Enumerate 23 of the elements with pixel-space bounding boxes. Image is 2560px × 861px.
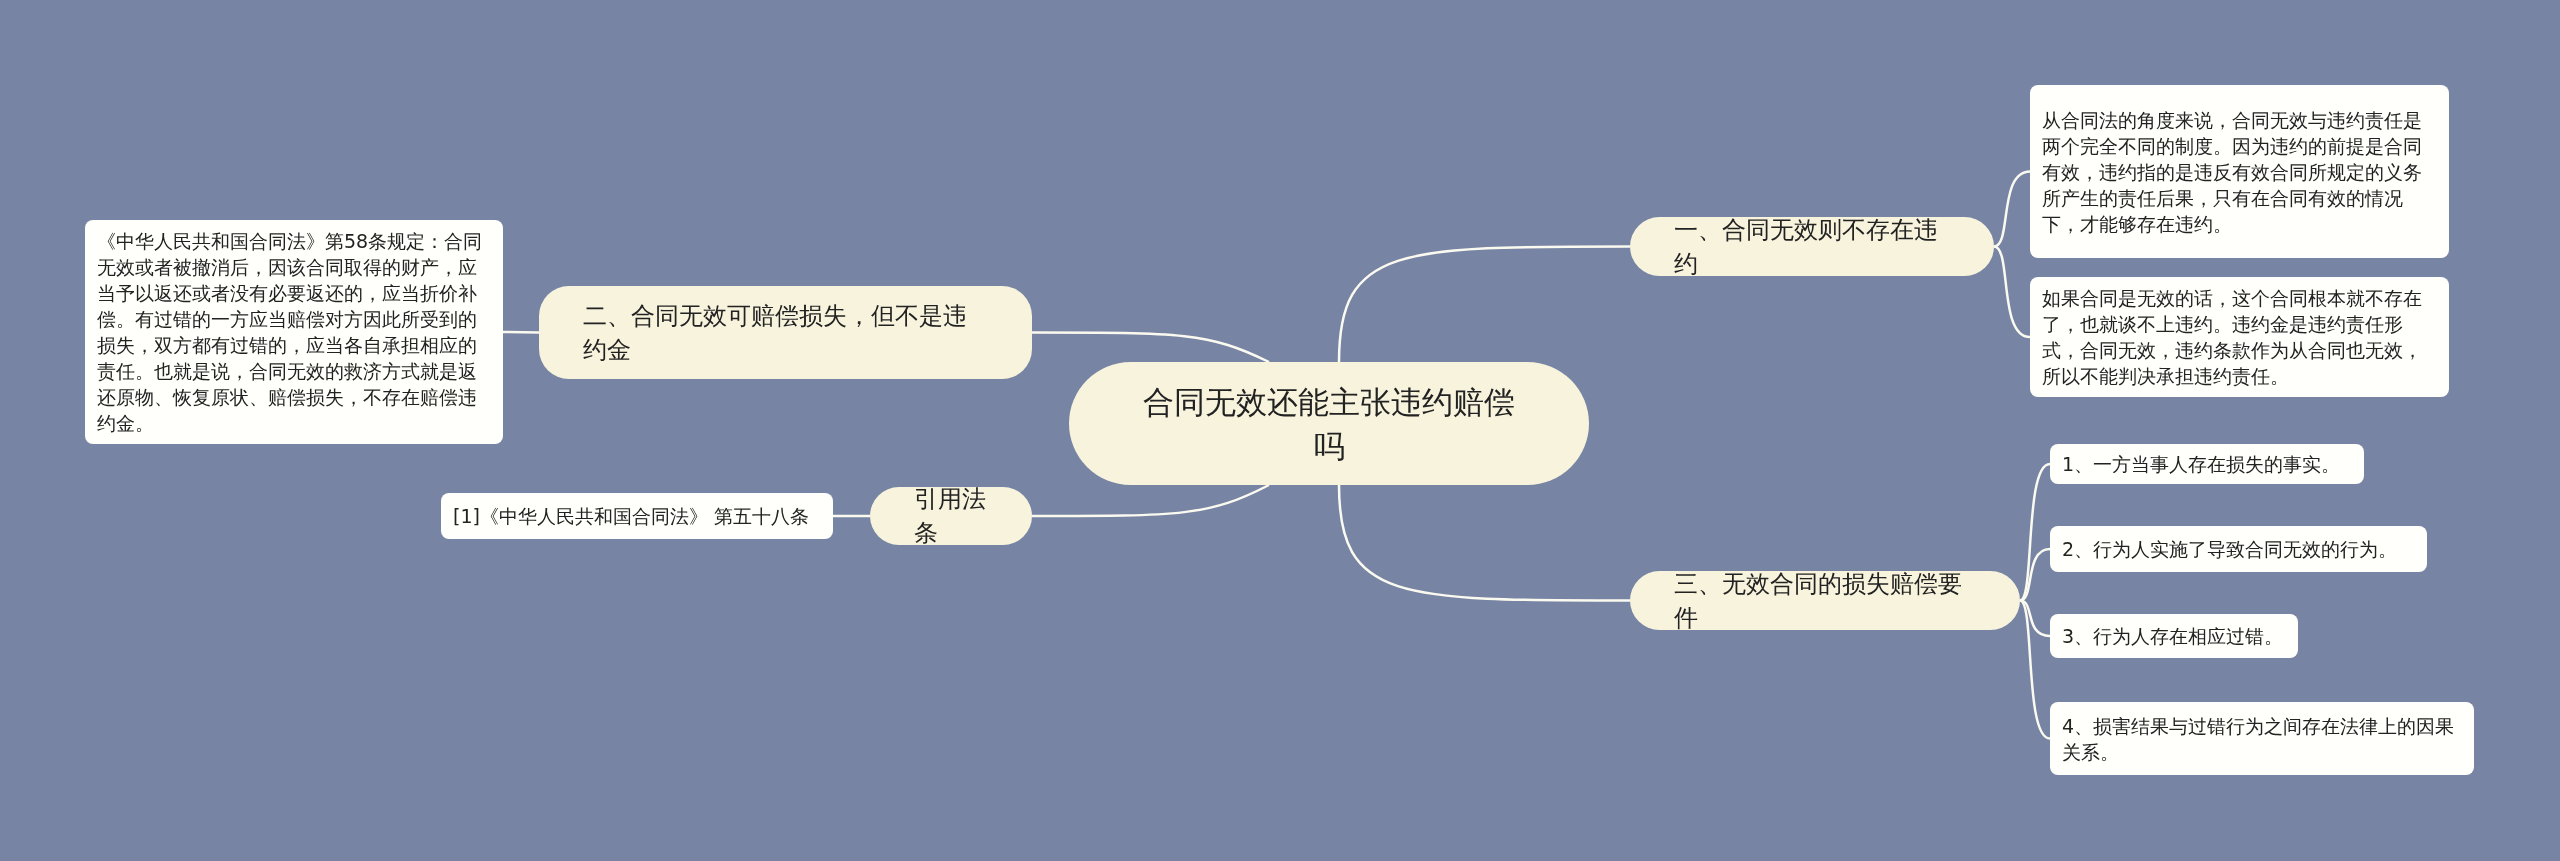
note-box: 如果合同是无效的话，这个合同根本就不存在了，也就谈不上违约。违约金是违约责任形式，合同无效，违约条款作为从合同也无效，所以不能判决承担违约责任。: [2030, 277, 2449, 397]
connector-line: [1337, 245, 1630, 363]
note-box: 3、行为人存在相应过错。: [2050, 614, 2298, 658]
connector-line: [833, 514, 870, 518]
note-box: [1]《中华人民共和国合同法》 第五十八条: [441, 493, 833, 539]
connector-line: [1993, 245, 2031, 339]
connector-line: [1032, 331, 1270, 364]
connector-line: [1993, 170, 2031, 248]
connector-line: [1337, 484, 1630, 602]
topic-box: 二、合同无效可赔偿损失，但不是违约金: [539, 286, 1032, 379]
connector-line: [1032, 483, 1270, 518]
note-box: 4、损害结果与过错行为之间存在法律上的因果关系。: [2050, 702, 2474, 775]
note-box: 从合同法的角度来说，合同无效与违约责任是两个完全不同的制度。因为违约的前提是合同有效，违约指的是违反有效合同所规定的义务所产生的责任后果，只有在合同有效的情况下，才能够存在违约。: [2030, 85, 2449, 258]
note-box: 2、行为人实施了导致合同无效的行为。: [2050, 526, 2427, 572]
topic-box: 一、合同无效则不存在违约: [1630, 217, 1994, 276]
topic-box: 引用法条: [870, 487, 1032, 545]
note-box: 1、一方当事人存在损失的事实。: [2050, 444, 2364, 484]
note-box: 《中华人民共和国合同法》第58条规定：合同无效或者被撤消后，因该合同取得的财产，应当予以返还或者没有必要返还的，应当折价补偿。有过错的一方应当赔偿对方因此所受到的损失，双方都有过错的，应当各自承担相应的责任。也就是说，合同无效的救济方式就是返还原物、恢复原状、赔偿损失，不存在赔偿违约金。: [85, 220, 503, 444]
central-topic: 合同无效还能主张违约赔偿吗: [1069, 362, 1589, 485]
connector-line: [503, 330, 539, 334]
topic-box: 三、无效合同的损失赔偿要件: [1630, 571, 2020, 630]
connector-line: [2019, 599, 2051, 740]
connector-line: [2019, 462, 2051, 602]
